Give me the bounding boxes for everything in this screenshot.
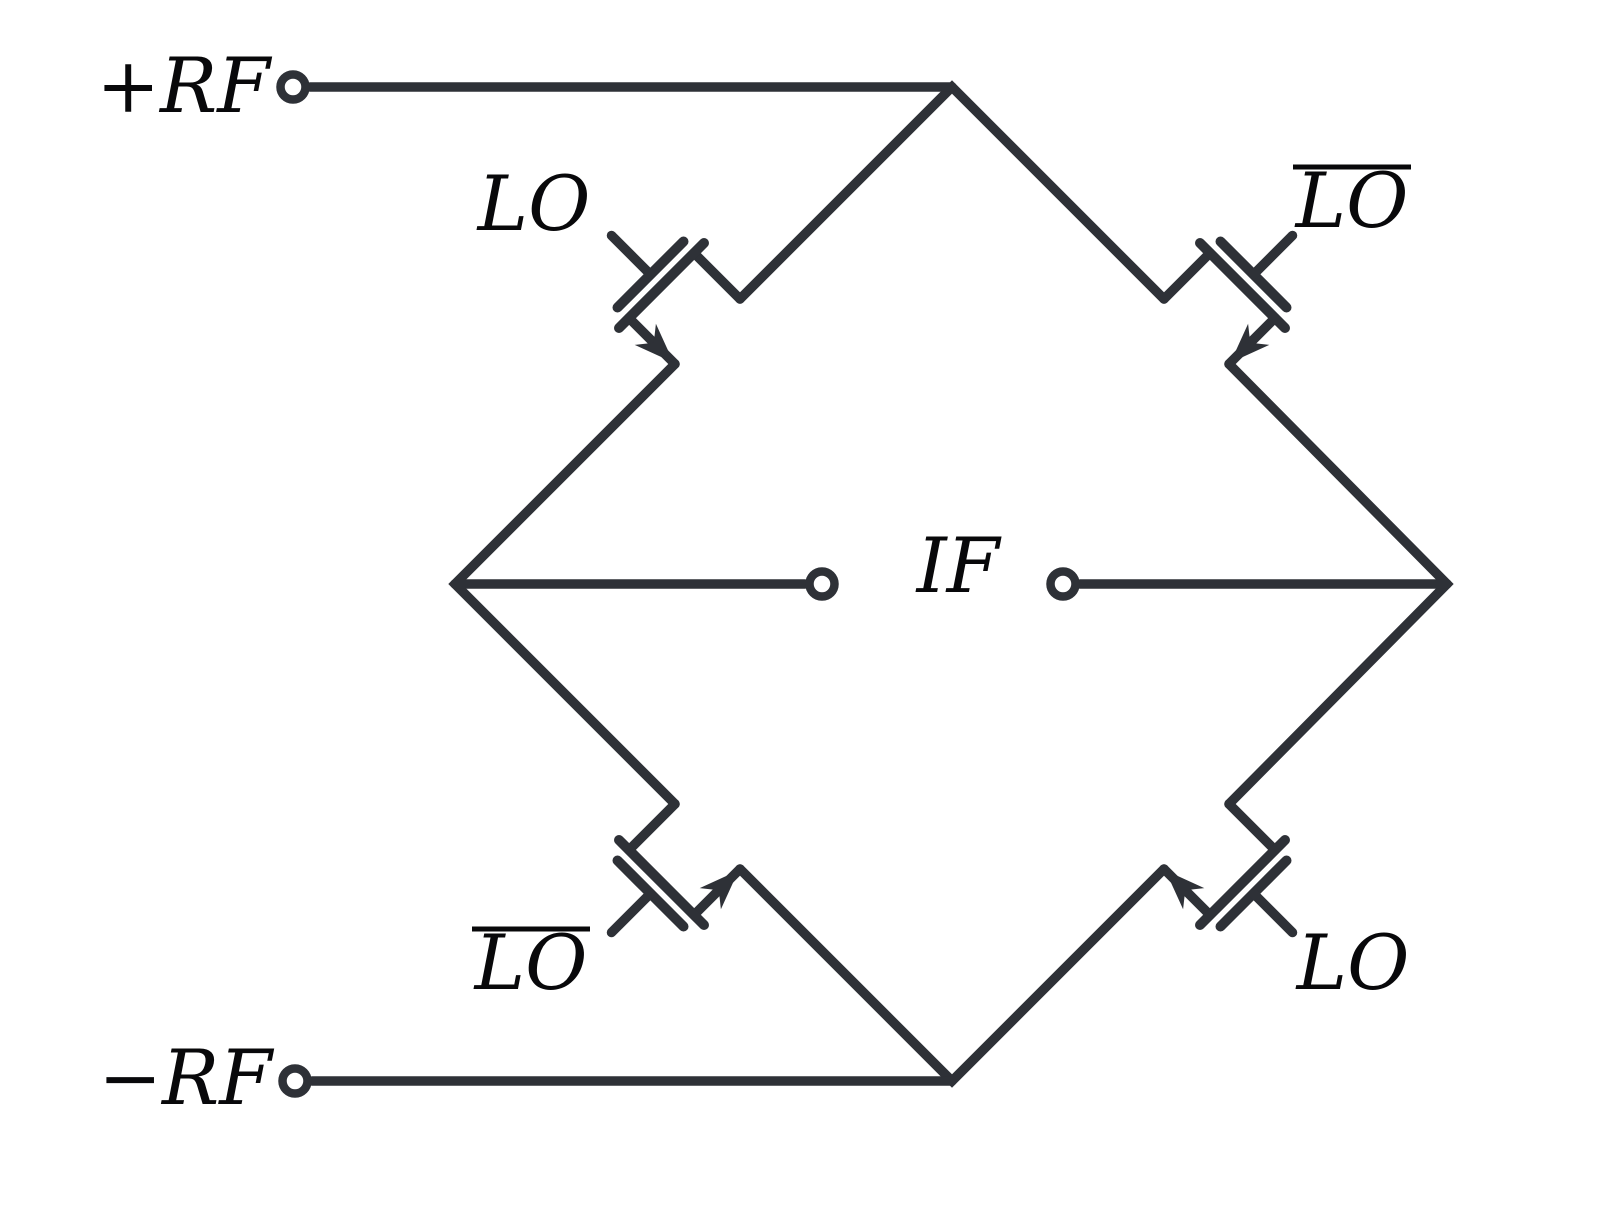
mosfet-channel-bar (614, 238, 709, 333)
gate-label-m1: LO (476, 159, 591, 248)
gate-label-text-m2: LO (1294, 156, 1409, 245)
port-if-left (450, 567, 839, 601)
gate-label-text-m3: LO (473, 918, 588, 1007)
wire-bottom-vertex (735, 864, 1169, 1088)
transistor-m3 (606, 799, 745, 938)
terminal-rf-minus-label: −RF (98, 1033, 274, 1122)
port-rf-plus: +RF (96, 41, 957, 130)
terminal-if-right-circle (1046, 567, 1080, 601)
mosfet-gate-lead (1248, 230, 1298, 280)
mosfet-lead-outer (689, 248, 745, 304)
gate-label-text-m1: LO (476, 159, 591, 248)
mosfet-lead-outer (1159, 248, 1215, 304)
transistor-m1 (606, 230, 745, 369)
gate-label-m3: LO (472, 918, 590, 1007)
mosfet-channel-bar (614, 835, 709, 930)
mosfet-gate-lead (1248, 888, 1298, 938)
mosfet-source-arrow (634, 323, 674, 363)
mosfet-lead-inner (1224, 799, 1280, 855)
gate-label-m2: LO (1293, 156, 1411, 245)
mosfet-source-arrow (699, 870, 739, 910)
mosfet-channel-bar (1195, 238, 1290, 333)
port-rf-minus: −RF (98, 1033, 957, 1122)
transistor-m4 (1159, 799, 1298, 938)
terminal-rf-plus-circle (276, 70, 310, 104)
mosfet-source-arrow (1165, 870, 1205, 910)
gate-label-m4: LO (1295, 918, 1410, 1007)
mosfet-channel-bar (1195, 835, 1290, 930)
mosfet-lead-inner (624, 799, 680, 855)
gate-label-text-m4: LO (1295, 918, 1410, 1007)
if-label: IF (915, 521, 1002, 610)
terminal-if-left-circle (805, 567, 839, 601)
mosfet-gate-lead (606, 230, 656, 280)
mosfet-gate-lead (606, 888, 656, 938)
transistor-m2 (1159, 230, 1298, 369)
terminal-rf-minus-circle (278, 1064, 312, 1098)
mosfet-source-arrow (1230, 323, 1270, 363)
terminal-rf-plus-label: +RF (96, 41, 272, 130)
wire-top-vertex (735, 80, 1169, 304)
port-if-right (1046, 567, 1452, 601)
